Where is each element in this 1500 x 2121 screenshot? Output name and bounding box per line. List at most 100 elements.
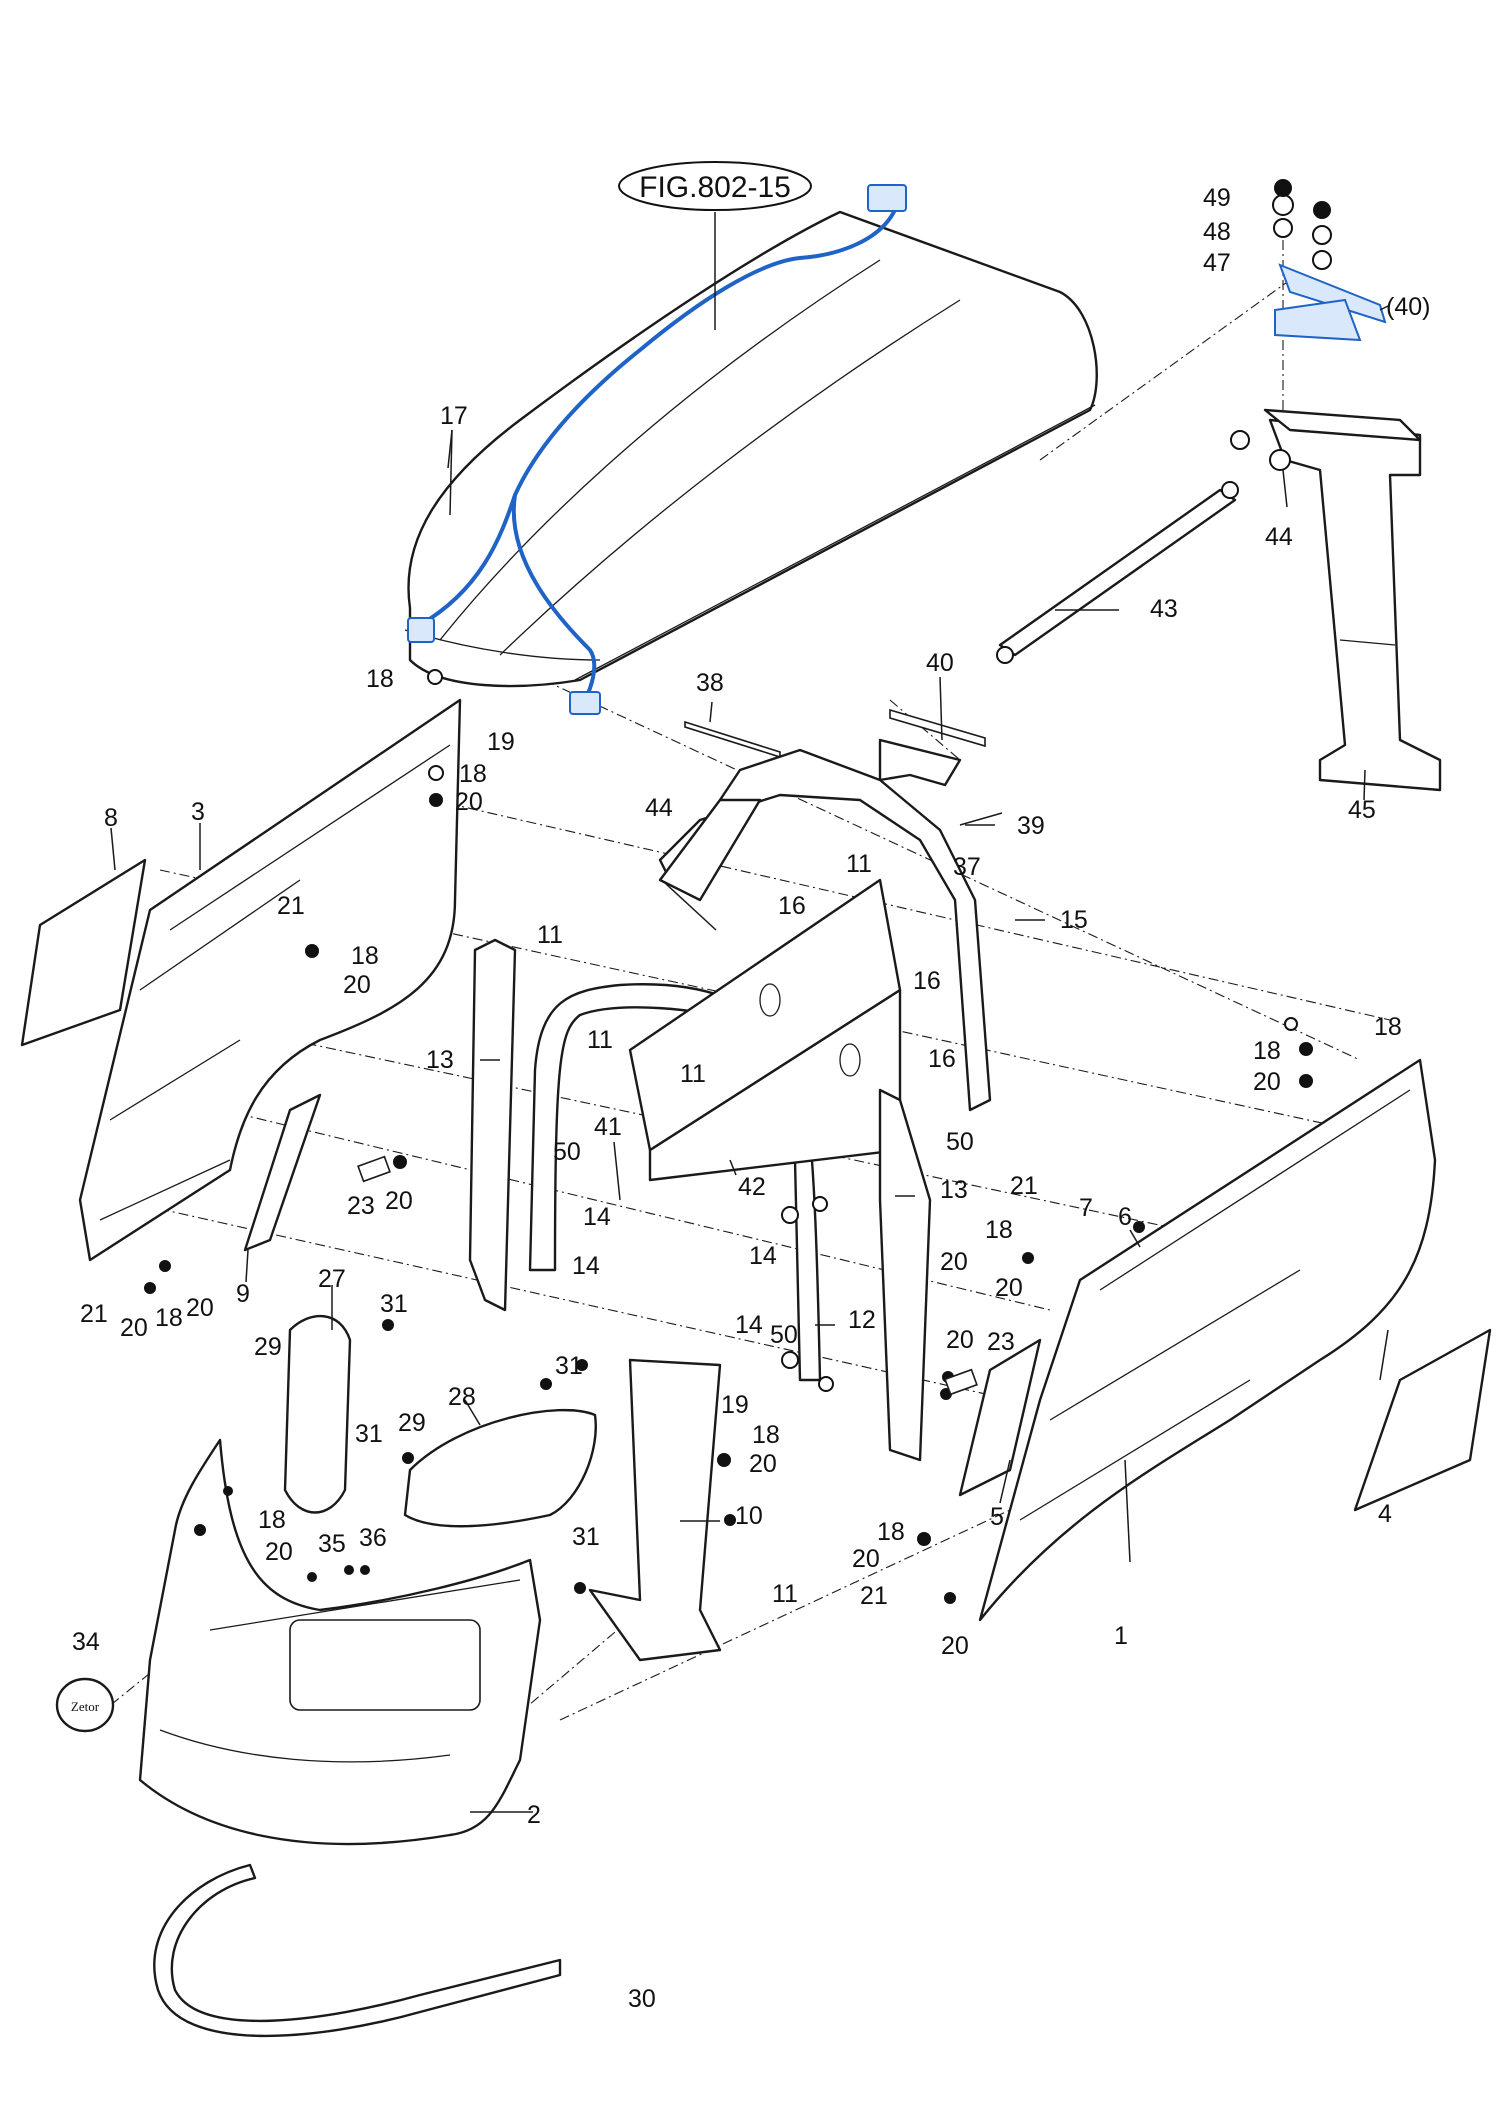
callout-44: 44 [1265,523,1293,551]
callout-18: 18 [752,1421,780,1449]
callout-49: 49 [1203,184,1231,212]
callout-48: 48 [1203,218,1231,246]
callout-15: 15 [1060,906,1088,934]
callout-28: 28 [448,1383,476,1411]
part-central-frame [528,878,902,1382]
part-front-stand-10 [588,1358,722,1662]
part-side-rail-left [468,938,517,1312]
callout-40-ref: (40) [1386,293,1430,321]
wiring-harness [407,184,907,715]
callout-30: 30 [628,1985,656,2013]
callout-20: 20 [852,1545,880,1573]
callout-44: 44 [645,794,673,822]
callout-21: 21 [80,1300,108,1328]
callout-20: 20 [1253,1068,1281,1096]
callout-18: 18 [877,1518,905,1546]
callout-18: 18 [1253,1037,1281,1065]
callout-20: 20 [946,1326,974,1354]
callout-18: 18 [155,1304,183,1332]
callout-18: 18 [366,665,394,693]
callout-6: 6 [1118,1203,1132,1231]
callout-13: 13 [426,1046,454,1074]
callout-11: 11 [587,1026,613,1054]
callout-20: 20 [265,1538,293,1566]
callout-14: 14 [749,1242,777,1270]
callout-14: 14 [583,1203,611,1231]
callout-20: 20 [941,1632,969,1660]
callout-18: 18 [985,1216,1013,1244]
callout-34: 34 [72,1628,100,1656]
callout-12: 12 [848,1306,876,1334]
callout-38: 38 [696,669,724,697]
callout-31: 31 [555,1352,583,1380]
callout-50: 50 [770,1321,798,1349]
callout-50: 50 [553,1138,581,1166]
callout-1: 1 [1114,1622,1128,1650]
callout-40: 40 [926,649,954,677]
connector-icon [407,617,435,643]
callout-11: 11 [680,1060,706,1088]
fasteners [144,669,1313,1604]
part-right-grille-4 [1353,1328,1492,1512]
callout-35: 35 [318,1530,346,1558]
callout-21: 21 [277,892,305,920]
callout-18: 18 [459,760,487,788]
callout-21: 21 [1010,1172,1038,1200]
callouts: 17 18 19 18 20 8 3 21 18 20 38 40 39 37 … [72,184,1430,2013]
callout-27: 27 [318,1265,346,1293]
callout-7: 7 [1079,1194,1093,1222]
callout-14: 14 [572,1252,600,1280]
part-left-grille-8 [20,858,147,1047]
callout-36: 36 [359,1524,387,1552]
part-right-side-panel [978,1058,1437,1622]
callout-29: 29 [254,1333,282,1361]
callout-9: 9 [236,1280,250,1308]
callout-47: 47 [1203,249,1231,277]
callout-16: 16 [778,892,806,920]
callout-20: 20 [940,1248,968,1276]
callout-20: 20 [455,788,483,816]
callout-18: 18 [351,942,379,970]
callout-45: 45 [1348,796,1376,824]
callout-20: 20 [385,1187,413,1215]
part-rod-38 [684,720,781,759]
callout-11: 11 [772,1580,798,1608]
part-badge-34: Zetor [55,1677,115,1733]
callout-23: 23 [347,1192,375,1220]
callout-20: 20 [120,1314,148,1342]
connector-icon [569,691,601,715]
figure-reference: FIG.802-15 [618,161,812,330]
callout-31: 31 [355,1420,383,1448]
callout-20: 20 [343,971,371,999]
part-hinge-bracket-40ref [1272,179,1387,342]
part-hood [404,210,1098,688]
part-rear-frame [658,748,992,1112]
part-headlamp-left-27 [283,1315,352,1514]
callout-11: 11 [537,921,563,949]
callout-20: 20 [995,1274,1023,1302]
callout-20: 20 [186,1294,214,1322]
part-bracket-40 [878,708,986,787]
part-headlamp-right-28 [403,1408,597,1528]
callout-19: 19 [487,728,515,756]
callout-4: 4 [1378,1500,1392,1528]
callout-8: 8 [104,804,118,832]
callout-37: 37 [953,853,981,881]
part-seal-30 [153,1863,562,2038]
part-left-insert-9 [243,1093,322,1252]
callout-16: 16 [928,1045,956,1073]
callout-50: 50 [946,1128,974,1156]
figure-reference-label: FIG.802-15 [639,171,791,204]
part-left-side-panel [78,698,462,1262]
callout-11: 11 [846,850,872,878]
callout-31: 31 [380,1290,408,1318]
part-gas-strut [996,481,1239,664]
callout-14: 14 [735,1311,763,1339]
callout-41: 41 [594,1113,622,1141]
callout-31: 31 [572,1523,600,1551]
part-hinge-stand [1230,408,1442,792]
callout-18: 18 [258,1506,286,1534]
callout-16: 16 [913,967,941,995]
callout-20: 20 [749,1450,777,1478]
